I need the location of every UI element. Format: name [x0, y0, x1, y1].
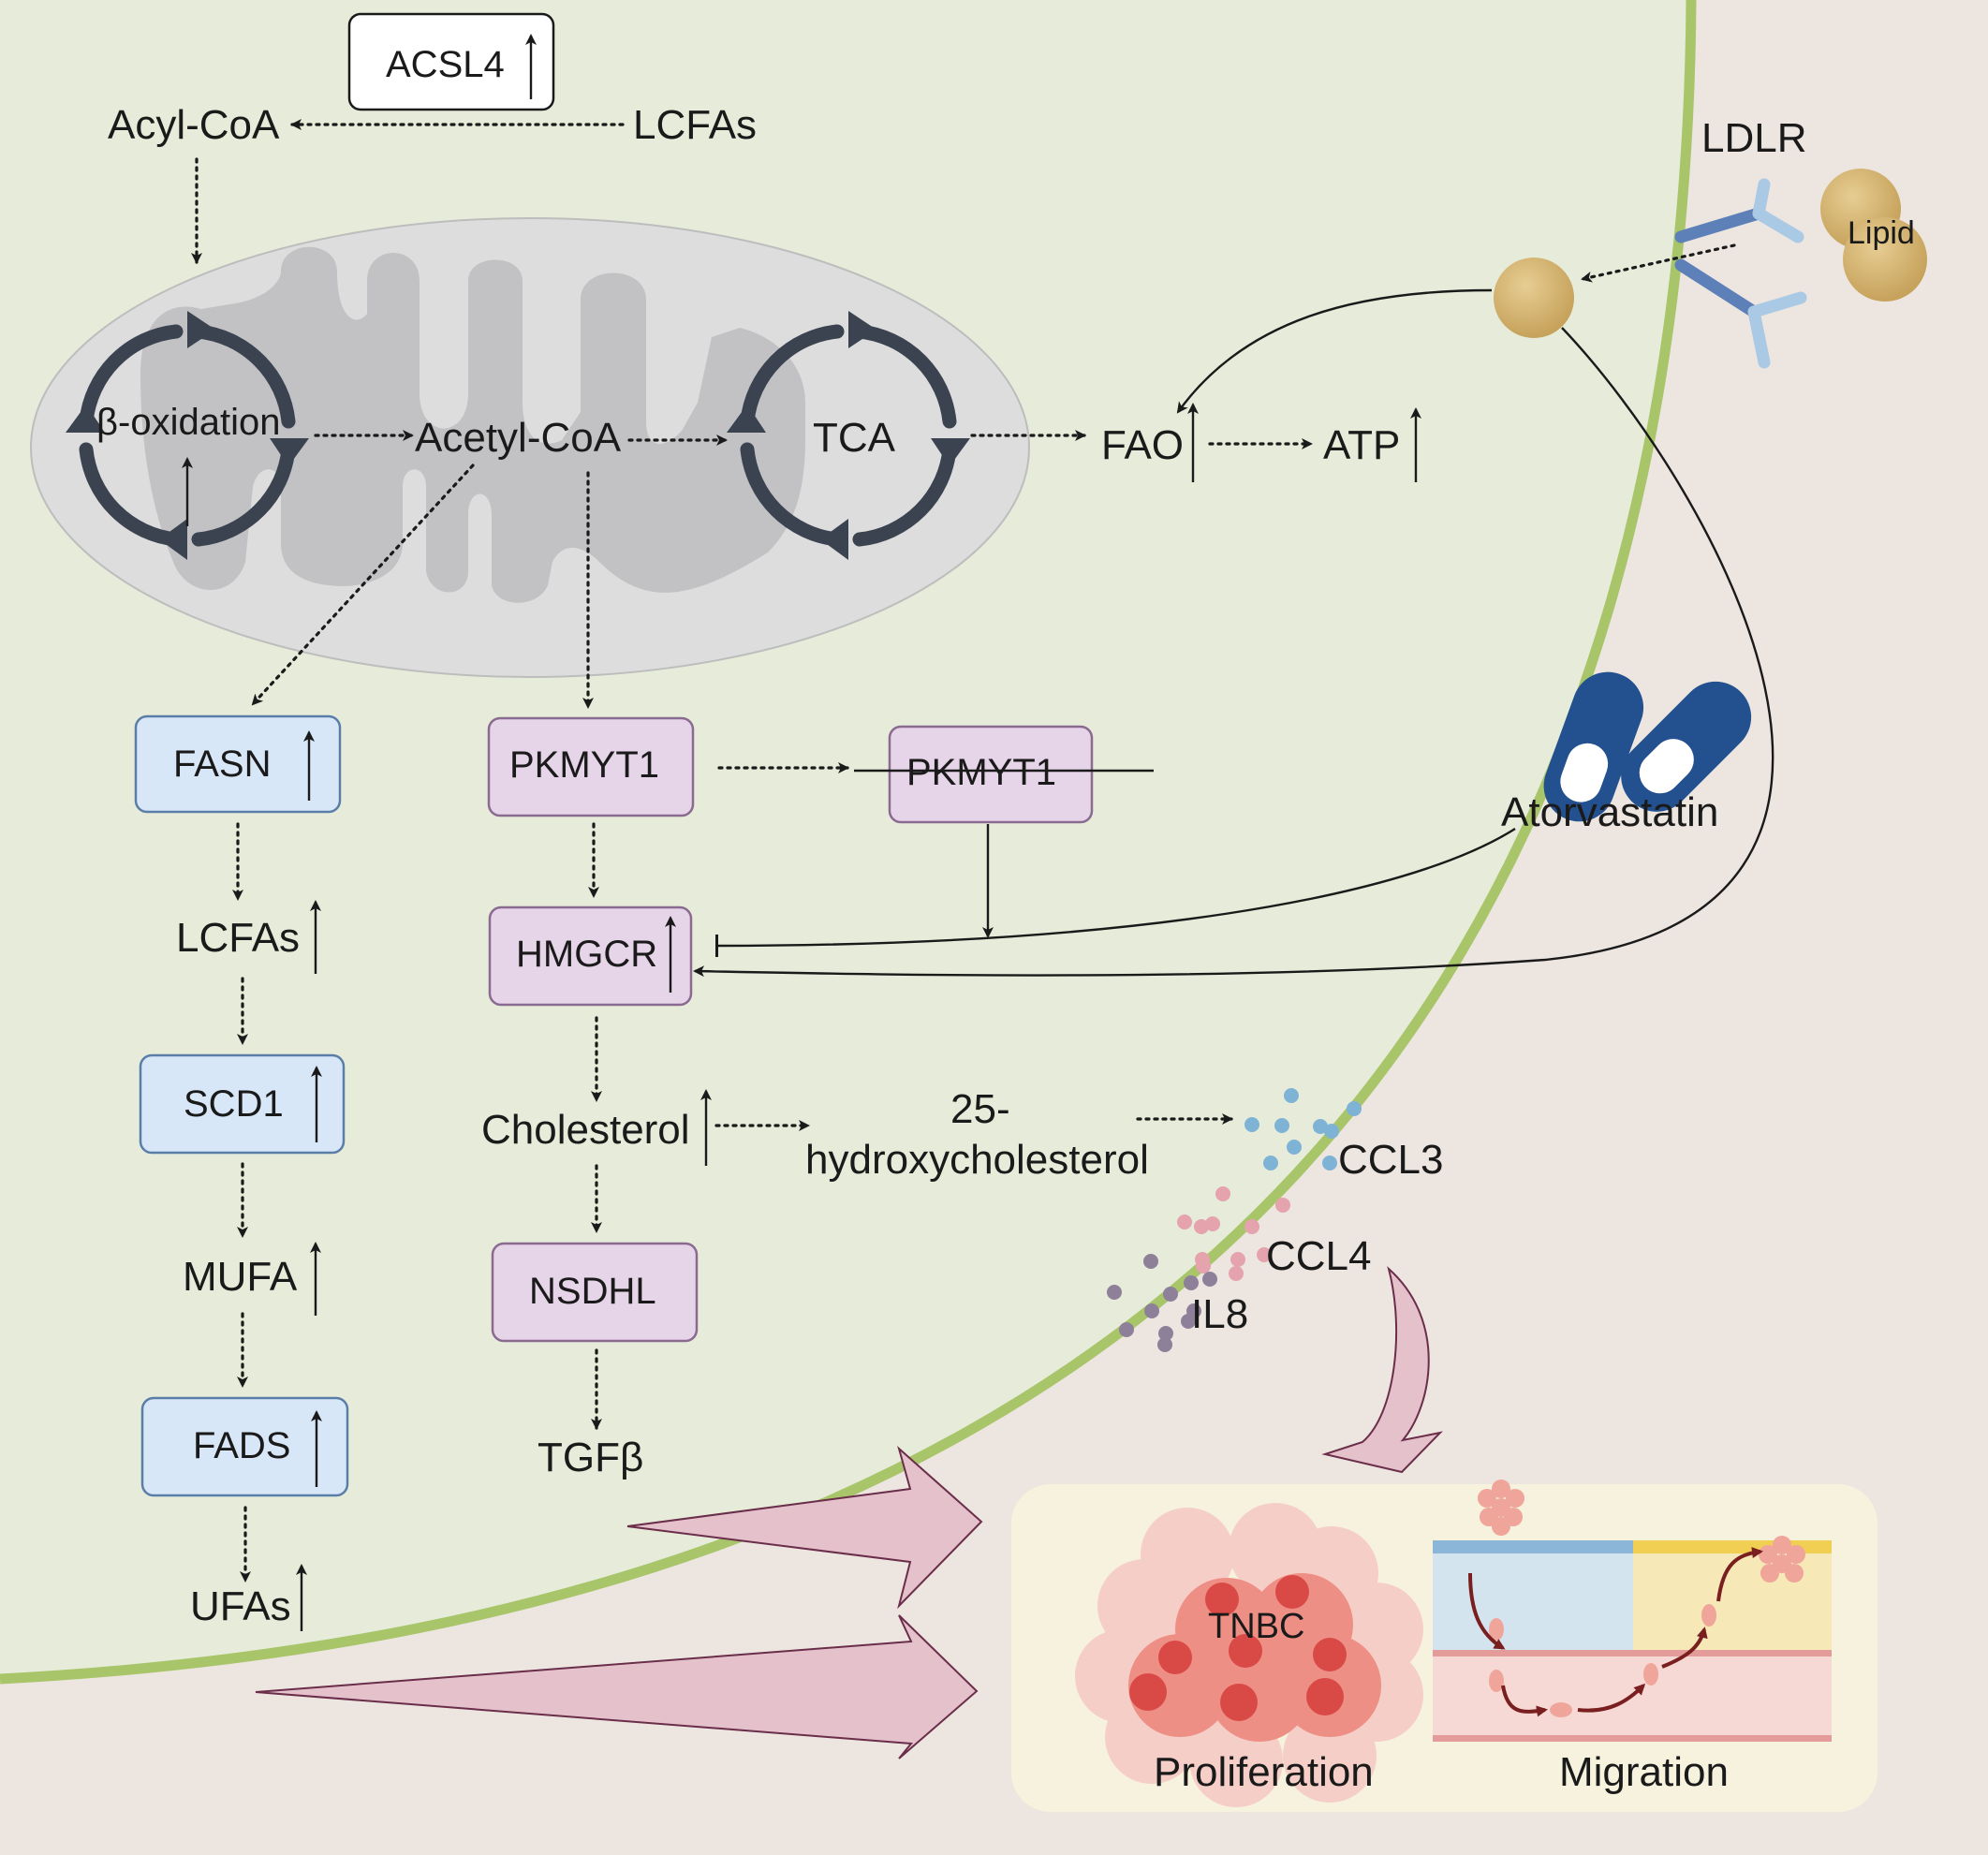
ccl3-label: CCL3: [1338, 1137, 1444, 1183]
mitochondrion-cristae: [140, 246, 805, 603]
fasn-box: [134, 714, 342, 814]
atp-label: ATP: [1323, 422, 1400, 468]
migration-label: Migration: [1559, 1749, 1729, 1795]
proliferation-label: Proliferation: [1154, 1749, 1374, 1795]
tca-cycle-arrowheads: [727, 311, 970, 560]
il8-label: IL8: [1191, 1291, 1248, 1337]
hydroxycholesterol-label-2: hydroxycholesterol: [805, 1137, 1149, 1183]
ldlr-receptor-icon: [1674, 178, 1807, 369]
beta-oxidation-cycle-icon: [79, 324, 296, 547]
nsdhl-label: NSDHL: [529, 1271, 656, 1312]
cholesterol-label: Cholesterol: [481, 1107, 690, 1153]
arrow-lipid-to-hmgcr: [693, 327, 1774, 978]
pkmyt1-inhibited-box: [888, 725, 1094, 824]
big-arrow-icon: [626, 1446, 983, 1610]
vessel-icon: [1433, 1480, 1832, 1742]
ccl4-dots-icon: [1177, 1186, 1290, 1281]
ufas-label: UFAs: [190, 1583, 291, 1629]
il8-dots-icon: [1107, 1254, 1217, 1352]
fasn-label: FASN: [173, 743, 271, 785]
beta-oxidation-cycle-arrowheads: [66, 311, 309, 560]
lcfas-top-label: LCFAs: [633, 102, 757, 148]
tca-cycle-icon: [740, 324, 957, 547]
acsl4-label: ACSL4: [386, 44, 505, 85]
lcfas-mid-label: LCFAs: [176, 915, 300, 961]
acsl4-box: [347, 12, 555, 111]
fao-label: FAO: [1101, 422, 1184, 468]
ccl4-label: CCL4: [1266, 1233, 1372, 1279]
tnbc-label: TNBC: [1208, 1607, 1304, 1646]
beta-oxidation-label: β-oxidation: [96, 402, 280, 443]
scd1-box: [139, 1053, 346, 1155]
acetyl-coa-label: Acetyl-CoA: [415, 415, 622, 461]
lipid-particle-icon: [1843, 217, 1927, 302]
pkmyt1-box: [487, 716, 695, 817]
hmgcr-label: HMGCR: [516, 934, 657, 975]
tgfb-label: TGFβ: [537, 1435, 643, 1480]
pkmyt1-label: PKMYT1: [509, 744, 659, 786]
mitochondrion: [30, 217, 1030, 678]
big-arrow-icon: [255, 1614, 979, 1759]
arrow-lipid-to-fao: [1176, 288, 1493, 414]
mufa-label: MUFA: [183, 1254, 298, 1300]
atorvastatin-inhibits-hmgcr: [714, 827, 1516, 958]
hmgcr-box: [488, 905, 693, 1007]
ldlr-label: LDLR: [1701, 115, 1807, 161]
arrow-acetyl-coa-to-fasn: [251, 464, 475, 706]
nsdhl-box: [491, 1242, 699, 1343]
fads-label: FADS: [193, 1425, 290, 1466]
pkmyt1-inhibited-label: PKMYT1: [906, 752, 1056, 793]
fads-box: [140, 1396, 349, 1497]
arrow-ldlr-to-lipid: [1581, 243, 1736, 283]
internalized-lipid-icon: [1494, 258, 1574, 338]
cytokine-to-outcome-arrow-icon: [1321, 1266, 1443, 1474]
acyl-coa-label: Acyl-CoA: [108, 102, 280, 148]
tca-label: TCA: [813, 415, 896, 461]
ccl3-dots-icon: [1244, 1088, 1362, 1170]
pill-icon: [1543, 671, 1752, 822]
tumor-cells-icon: [1075, 1503, 1423, 1807]
lipid-label: Lipid: [1848, 215, 1915, 251]
scd1-label: SCD1: [184, 1083, 284, 1125]
atorvastatin-label: Atorvastatin: [1501, 789, 1718, 835]
hydroxycholesterol-label-1: 25-: [950, 1086, 1010, 1132]
